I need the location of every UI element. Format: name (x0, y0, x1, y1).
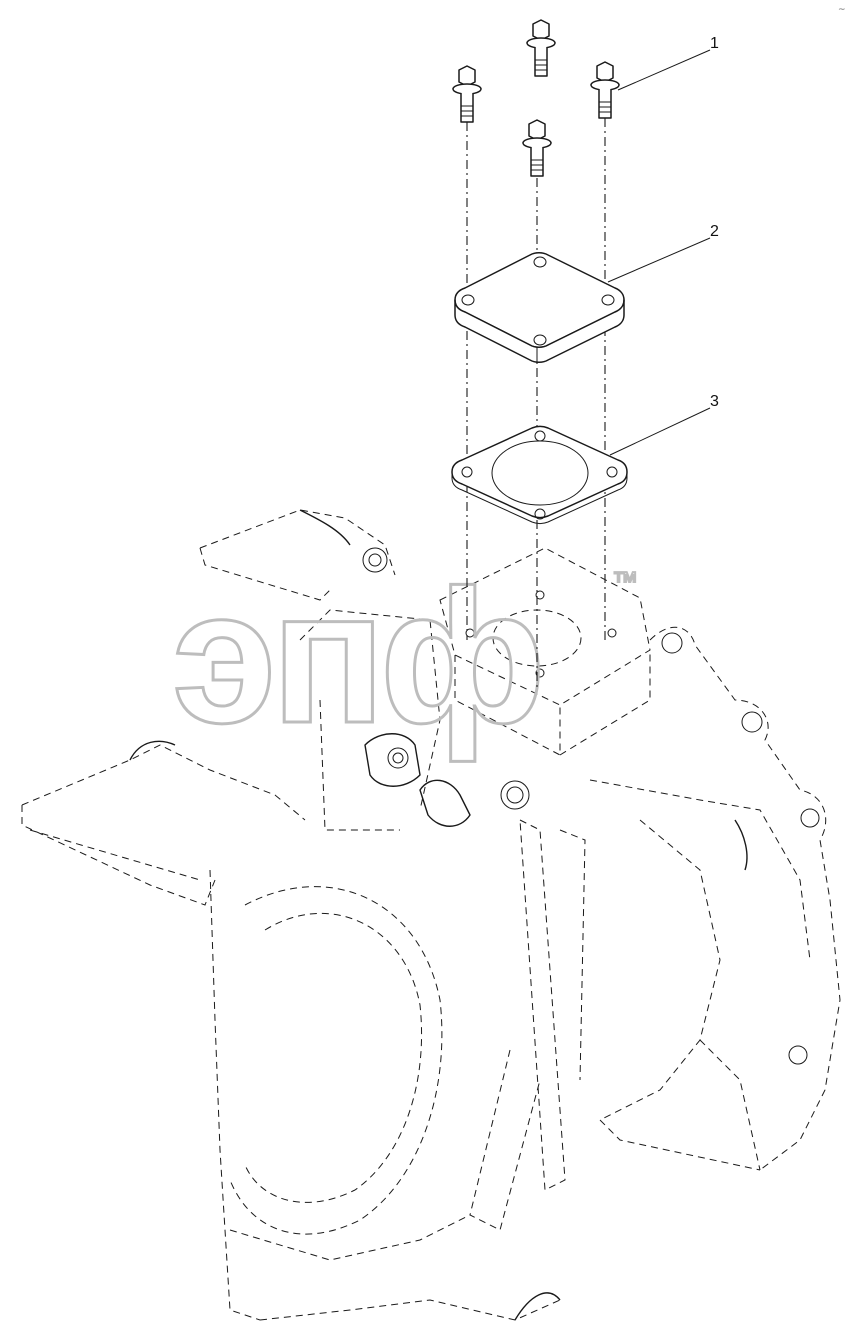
watermark: эпф ™ (171, 550, 640, 765)
callout-label-3: 3 (710, 393, 719, 410)
callout-label-2: 2 (710, 223, 719, 240)
corner-mark: ~ (838, 5, 846, 15)
flange-bolt-right (590, 61, 620, 119)
leader-line-2 (607, 237, 711, 283)
callout-3: 3 (609, 393, 719, 456)
leader-line-1 (617, 49, 711, 91)
callout-2: 2 (607, 223, 719, 283)
flange-bolt-middle (522, 119, 552, 177)
callout-label-1: 1 (710, 35, 719, 52)
transmission-housing (21, 509, 841, 1321)
gasket-part-3 (451, 425, 628, 524)
flange-bolt-top (526, 19, 556, 77)
callout-1: 1 (617, 35, 719, 91)
watermark-text: эпф (172, 551, 540, 763)
leader-line-3 (609, 407, 711, 456)
flange-bolt-left (452, 65, 482, 123)
trademark-symbol: ™ (612, 566, 638, 596)
cover-plate-part-2 (454, 252, 625, 363)
